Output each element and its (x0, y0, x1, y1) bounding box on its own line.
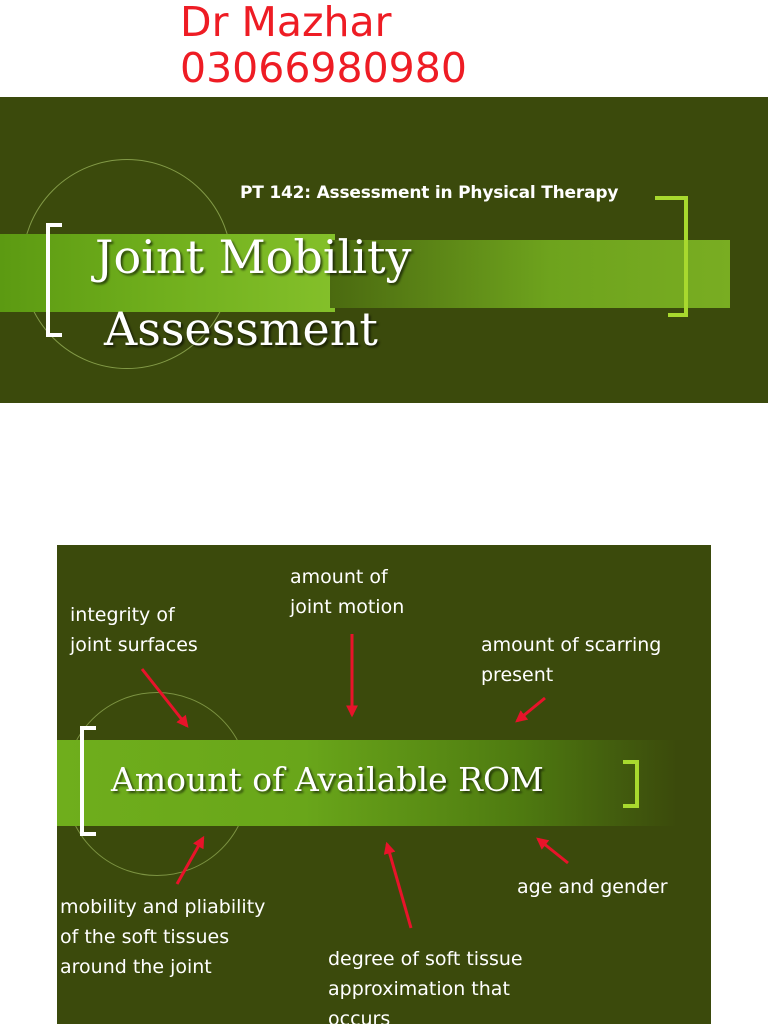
arrow-scarring-icon (515, 696, 546, 723)
label-line: of the soft tissues (60, 926, 230, 948)
label-line: amount of scarring (481, 634, 662, 656)
label-line: degree of soft tissue (328, 948, 523, 970)
left-bracket-icon (80, 726, 96, 836)
arrow-approximation-icon (383, 841, 413, 929)
author-phone: 03066980980 (180, 44, 467, 92)
label-line: age and gender (517, 876, 668, 898)
label-joint-motion: amount of joint motion (290, 562, 404, 622)
arrow-age-gender-icon (536, 837, 569, 865)
left-bracket-icon (46, 223, 62, 337)
title-slide: PT 142: Assessment in Physical Therapy J… (0, 97, 768, 403)
label-line: approximation that (328, 978, 510, 1000)
arrow-soft-tissue-icon (175, 835, 205, 885)
title-band-dark (330, 240, 730, 308)
slide-title-line-1: Joint Mobility (95, 230, 412, 284)
label-line: joint motion (290, 596, 405, 618)
label-line: joint surfaces (70, 634, 198, 656)
label-line: around the joint (60, 956, 212, 978)
label-soft-tissue-mobility: mobility and pliability of the soft tiss… (60, 892, 265, 982)
arrows-layer (140, 634, 569, 929)
author-name: Dr Mazhar (180, 0, 392, 46)
label-tissue-approximation: degree of soft tissue approximation that… (328, 944, 523, 1024)
course-subtitle: PT 142: Assessment in Physical Therapy (240, 183, 619, 203)
label-line: present (481, 664, 554, 686)
label-age-gender: age and gender (517, 872, 668, 902)
label-line: mobility and pliability (60, 896, 266, 918)
label-line: integrity of (70, 604, 175, 626)
arrow-integrity-icon (140, 668, 189, 728)
rom-factors-slide: Amount of Available ROM amount of joint … (57, 545, 711, 1024)
label-scarring: amount of scarring present (481, 630, 661, 690)
label-line: occurs (328, 1008, 391, 1024)
rom-band (57, 740, 677, 826)
label-integrity: integrity of joint surfaces (70, 600, 198, 660)
subtitle-underline (655, 196, 685, 200)
title-band-light (0, 234, 335, 312)
label-line: amount of (290, 566, 388, 588)
right-bracket-icon (623, 760, 639, 808)
right-bracket-icon (668, 196, 688, 317)
slide-title-line-2: Assessment (104, 302, 378, 356)
rom-title: Amount of Available ROM (111, 760, 544, 799)
